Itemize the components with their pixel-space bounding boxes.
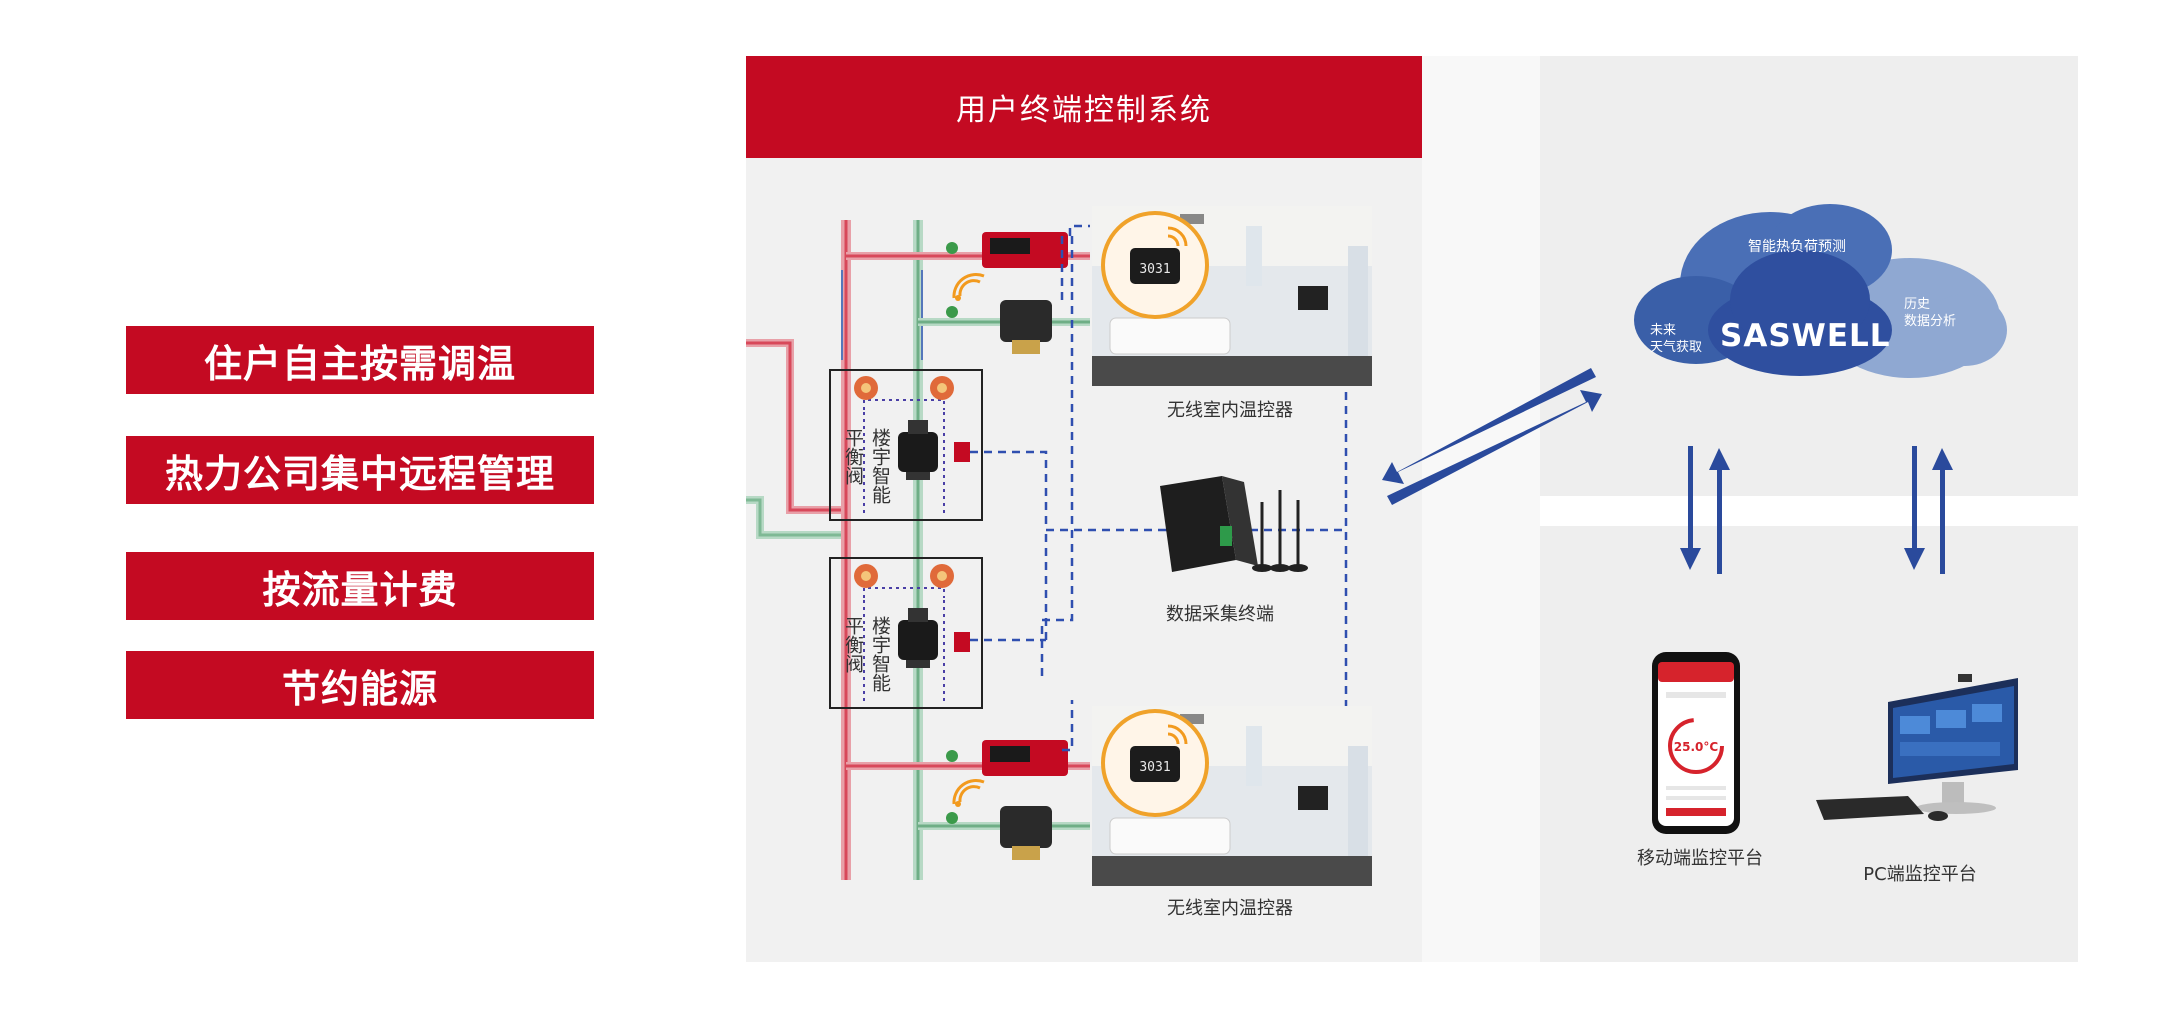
cloud-link-arrows [1382, 368, 1602, 505]
mobile-link-arrows [1680, 446, 1730, 574]
thermostat-label-top: 无线室内温控器 [1167, 400, 1293, 421]
feature-energy-saving: 节约能源 [126, 651, 594, 719]
mobile-temp-readout: 25.0°C [1674, 740, 1719, 754]
thermostat-display-bottom: 3031 [1139, 760, 1170, 775]
flow-meter-bottom [946, 740, 1068, 860]
mobile-phone: 25.0°C [1652, 652, 1740, 834]
cloud-weather-line1: 未来 [1650, 323, 1677, 338]
cloud-history-analysis: 历史 数据分析 [1904, 296, 1984, 330]
feature-remote-management: 热力公司集中远程管理 [126, 436, 594, 504]
data-collector-device [1160, 476, 1308, 572]
room-photo-top: 3031 [1092, 206, 1372, 386]
pc-platform-label: PC端监控平台 [1863, 864, 1977, 885]
cloud-history-line1: 历史 [1904, 297, 1931, 312]
cloud-history-line2: 数据分析 [1904, 314, 1957, 329]
feature-on-demand-temp: 住户自主按需调温 [126, 326, 594, 394]
thermostat-display-top: 3031 [1139, 262, 1170, 277]
data-collector-label: 数据采集终端 [1166, 604, 1274, 625]
thermostat-label-bottom: 无线室内温控器 [1167, 898, 1293, 919]
flow-meter-top [946, 232, 1068, 354]
cloud-brand: SASWELL [1720, 318, 1891, 354]
pc-workstation [1816, 674, 2018, 821]
cloud-weather-line2: 天气获取 [1650, 340, 1703, 355]
user-terminal-panel-title: 用户终端控制系统 [746, 56, 1422, 158]
cloud-weather-fetch: 未来 天气获取 [1650, 322, 1730, 356]
panel-divider [1422, 56, 1540, 962]
feature-flow-billing: 按流量计费 [126, 552, 594, 620]
saswell-cloud [1634, 204, 2007, 378]
balance-valve-label-1: 楼宇智能平衡阀 [842, 428, 891, 504]
heating-pipes [746, 220, 1090, 880]
mobile-platform-label: 移动端监控平台 [1637, 848, 1763, 869]
pc-link-arrows [1904, 446, 1953, 574]
room-photo-bottom: 3031 [1092, 706, 1372, 886]
balance-valve-box-2 [829, 557, 983, 709]
cloud-heat-load-forecast: 智能热负荷预测 [1748, 239, 1846, 255]
balance-valve-label-2: 楼宇智能平衡阀 [842, 616, 891, 692]
balance-valve-box-1 [829, 369, 983, 521]
